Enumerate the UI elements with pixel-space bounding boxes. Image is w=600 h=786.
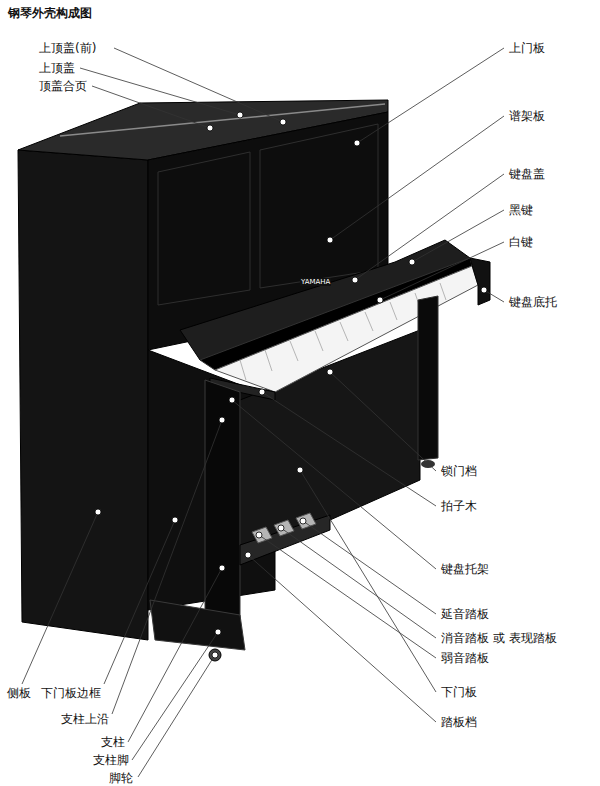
- part-label: 下门板: [440, 685, 478, 699]
- key-lines: [240, 283, 446, 380]
- door-inset: [158, 152, 250, 305]
- brand-logo: YAMAHA: [300, 278, 331, 286]
- part-label: 谱架板: [508, 109, 546, 123]
- leader-dots: [95, 112, 487, 658]
- pedal: [296, 513, 316, 529]
- toe-block: [150, 600, 245, 650]
- part-label: 踏板档: [440, 715, 478, 729]
- key-cheek: [470, 258, 490, 305]
- part-label: 白键: [508, 235, 534, 249]
- pillar: [205, 380, 240, 620]
- part-label: 脚轮: [108, 771, 134, 785]
- part-label: 锁门档: [440, 464, 478, 478]
- diagram-title: 钢琴外壳构成图: [8, 6, 92, 20]
- part-label: 顶盖合页: [38, 79, 88, 93]
- part-label: 支柱脚: [92, 753, 130, 767]
- part-label: 键盘托架: [440, 562, 490, 576]
- caster: [209, 649, 221, 661]
- part-label: 键盘底托: [508, 295, 558, 309]
- part-label: 支柱上沿: [60, 712, 110, 726]
- pedal-rail: [240, 515, 330, 565]
- part-label: 下门板边框: [40, 686, 102, 700]
- part-label: 上顶盖(前): [38, 41, 97, 55]
- part-label: 键盘盖: [508, 167, 546, 181]
- front-leg: [418, 296, 438, 460]
- side-panel: [18, 150, 148, 640]
- part-label: 弱音踏板: [440, 651, 490, 665]
- part-label: 消音踏板 或 表现踏板: [440, 631, 558, 645]
- part-label: 上门板: [508, 41, 546, 55]
- door-inset: [260, 124, 378, 288]
- part-label: 黑键: [508, 203, 534, 217]
- pedal: [274, 520, 294, 536]
- part-label: 上顶盖: [38, 61, 76, 75]
- white-keys: [215, 266, 478, 392]
- part-label: 支柱: [100, 735, 126, 749]
- pedal: [252, 527, 272, 543]
- part-label: 侧板: [6, 686, 32, 700]
- piano: [18, 100, 490, 661]
- leader-lines: [22, 48, 504, 777]
- part-label: 延音踏板: [440, 607, 490, 621]
- part-label: 拍子木: [440, 499, 478, 513]
